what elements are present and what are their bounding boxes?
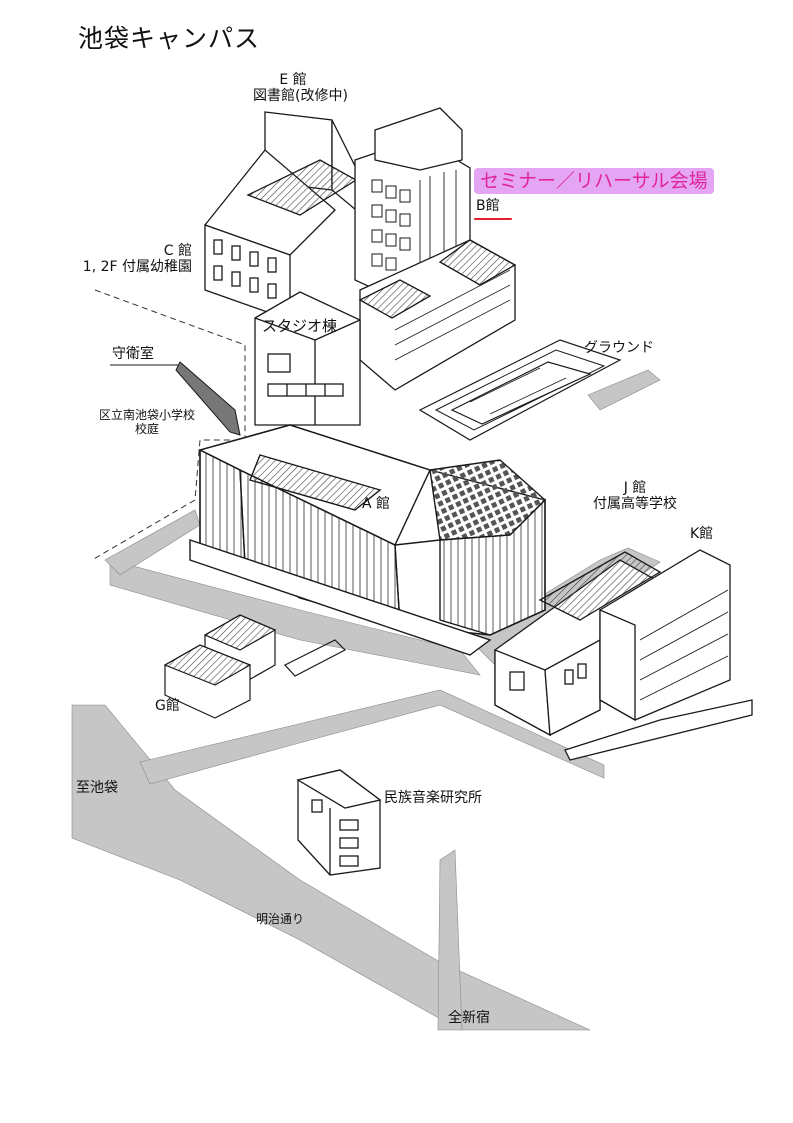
seminar-venue-highlight: セミナー／リハーサル会場 xyxy=(474,168,714,194)
ikebukuro-branch-road xyxy=(139,689,605,785)
e-building-label: E 館 図書館(改修中) xyxy=(253,72,348,104)
ground-label: グラウンド xyxy=(584,340,654,356)
school-yard-line1: 区立南池袋小学校 xyxy=(98,408,195,422)
meiji-dori-label: 明治通り xyxy=(256,912,305,926)
e-building-desc: 図書館(改修中) xyxy=(253,88,348,104)
page-title: 池袋キャンパス xyxy=(78,24,261,53)
j-building-desc: 付属高等学校 xyxy=(593,496,677,512)
studio-building xyxy=(254,291,361,426)
ethnic-music-label: 民族音楽研究所 xyxy=(384,790,482,806)
school-yard-boundary xyxy=(91,289,246,561)
c-building-label: C 館 1, 2F 付属幼稚園 xyxy=(62,243,192,275)
school-yard-line2: 校庭 xyxy=(134,422,159,436)
b-building-label: B館 xyxy=(476,198,500,214)
e-building-name: E 館 xyxy=(279,72,307,88)
b-building xyxy=(354,107,517,391)
guard-room-label: 守衛室 xyxy=(112,346,154,362)
j-building-name: J 館 xyxy=(623,480,647,496)
to-shinjuku-label: 全新宿 xyxy=(448,1010,490,1026)
a-building-label: A 館 xyxy=(362,496,391,512)
ground-access-road xyxy=(587,369,661,411)
k-building-label: K館 xyxy=(690,526,714,542)
b-building-underline xyxy=(474,218,512,220)
a-building xyxy=(189,424,547,656)
to-ikebukuro-label: 至池袋 xyxy=(76,780,118,796)
e-building xyxy=(203,111,358,321)
ethnic-music-building xyxy=(296,769,382,876)
g-building-label: G館 xyxy=(155,698,180,714)
guard-room-pointer xyxy=(110,361,241,436)
west-street-road xyxy=(109,559,481,676)
back-street-road xyxy=(104,509,201,576)
ground-field xyxy=(418,339,622,441)
studio-label: スタジオ棟 xyxy=(262,317,338,335)
school-yard-label: 区立南池袋小学校 校庭 xyxy=(82,408,212,436)
c-building-name: C 館 xyxy=(163,243,192,259)
south-connector-road xyxy=(437,849,463,1031)
k-building xyxy=(564,549,753,761)
c-building-desc: 1, 2F 付属幼稚園 xyxy=(82,259,192,275)
g-building xyxy=(163,614,347,719)
j-building-label: J 館 付属高等学校 xyxy=(580,480,690,512)
